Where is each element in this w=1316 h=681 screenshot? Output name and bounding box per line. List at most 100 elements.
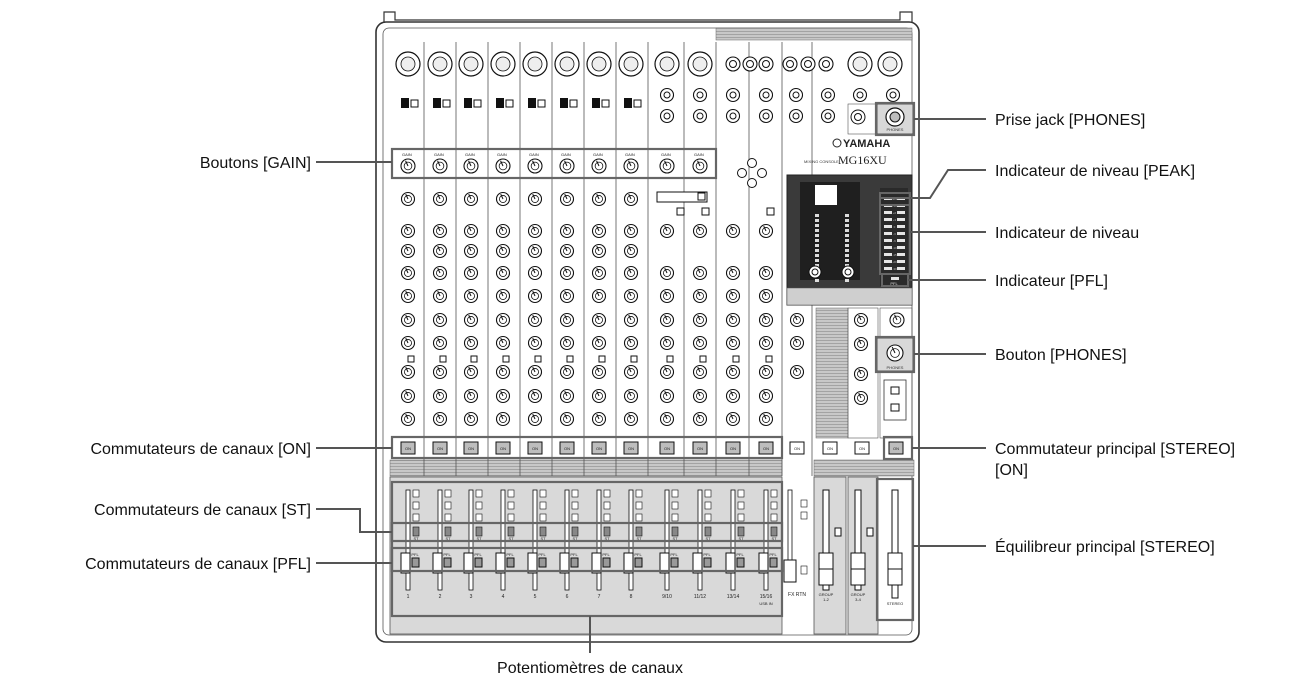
fader-knob[interactable]	[432, 552, 443, 574]
channel-knob[interactable]	[758, 288, 774, 304]
channel-on-switch[interactable]	[758, 441, 774, 455]
channel-knob[interactable]	[432, 364, 448, 380]
channel-knob[interactable]	[463, 312, 479, 328]
channel-knob[interactable]	[758, 265, 774, 281]
channel-knob[interactable]	[659, 388, 675, 404]
channel-knob[interactable]	[725, 265, 741, 281]
channel-knob[interactable]	[591, 191, 607, 207]
channel-pfl-switch[interactable]	[538, 557, 547, 568]
fader-knob[interactable]	[527, 552, 538, 574]
channel-knob[interactable]	[495, 265, 511, 281]
gain-knob[interactable]	[432, 158, 448, 174]
channel-knob[interactable]	[527, 312, 543, 328]
channel-knob[interactable]	[623, 223, 639, 239]
channel-pfl-switch[interactable]	[602, 557, 611, 568]
channel-st-switch[interactable]	[475, 526, 483, 537]
channel-knob[interactable]	[400, 265, 416, 281]
channel-knob[interactable]	[559, 191, 575, 207]
channel-on-switch[interactable]	[659, 441, 675, 455]
channel-knob[interactable]	[559, 288, 575, 304]
master-knob[interactable]	[889, 312, 905, 328]
channel-pfl-switch[interactable]	[474, 557, 483, 568]
channel-knob[interactable]	[659, 312, 675, 328]
channel-knob[interactable]	[725, 223, 741, 239]
fx-rtn-knob[interactable]	[789, 364, 805, 380]
channel-on-switch[interactable]	[495, 441, 511, 455]
channel-on-switch[interactable]	[400, 441, 416, 455]
channel-pfl-switch[interactable]	[670, 557, 679, 568]
fader-knob[interactable]	[559, 552, 570, 574]
fx-rtn-fader-knob[interactable]	[783, 559, 797, 583]
channel-st-switch[interactable]	[671, 526, 679, 537]
channel-knob[interactable]	[591, 265, 607, 281]
channel-st-switch[interactable]	[704, 526, 712, 537]
channel-knob[interactable]	[559, 388, 575, 404]
fader-knob[interactable]	[725, 552, 736, 574]
channel-knob[interactable]	[659, 288, 675, 304]
channel-knob[interactable]	[559, 265, 575, 281]
gain-knob[interactable]	[495, 158, 511, 174]
channel-st-switch[interactable]	[635, 526, 643, 537]
channel-st-switch[interactable]	[603, 526, 611, 537]
channel-st-switch[interactable]	[770, 526, 778, 537]
channel-knob[interactable]	[659, 223, 675, 239]
gain-knob[interactable]	[692, 158, 708, 174]
channel-on-switch[interactable]	[623, 441, 639, 455]
channel-knob[interactable]	[463, 265, 479, 281]
fader-knob[interactable]	[495, 552, 506, 574]
channel-knob[interactable]	[725, 364, 741, 380]
channel-knob[interactable]	[559, 223, 575, 239]
channel-knob[interactable]	[527, 288, 543, 304]
channel-pfl-switch[interactable]	[570, 557, 579, 568]
channel-knob[interactable]	[623, 364, 639, 380]
channel-knob[interactable]	[623, 243, 639, 259]
channel-knob[interactable]	[463, 243, 479, 259]
channel-st-switch[interactable]	[571, 526, 579, 537]
channel-knob[interactable]	[527, 411, 543, 427]
channel-knob[interactable]	[591, 243, 607, 259]
channel-knob[interactable]	[692, 364, 708, 380]
channel-knob[interactable]	[463, 364, 479, 380]
channel-on-switch[interactable]	[692, 441, 708, 455]
channel-knob[interactable]	[463, 191, 479, 207]
channel-knob[interactable]	[432, 288, 448, 304]
master-on-switch[interactable]	[789, 441, 805, 455]
channel-knob[interactable]	[432, 411, 448, 427]
master-knob[interactable]	[853, 336, 869, 352]
channel-knob[interactable]	[692, 288, 708, 304]
gain-knob[interactable]	[559, 158, 575, 174]
channel-knob[interactable]	[400, 388, 416, 404]
channel-st-switch[interactable]	[737, 526, 745, 537]
channel-knob[interactable]	[463, 411, 479, 427]
channel-knob[interactable]	[495, 388, 511, 404]
channel-pfl-switch[interactable]	[736, 557, 745, 568]
channel-knob[interactable]	[400, 243, 416, 259]
master-on-switch[interactable]	[854, 441, 870, 455]
channel-on-switch[interactable]	[725, 441, 741, 455]
channel-knob[interactable]	[758, 364, 774, 380]
master-knob[interactable]	[853, 312, 869, 328]
channel-knob[interactable]	[463, 288, 479, 304]
channel-knob[interactable]	[432, 388, 448, 404]
fader-knob[interactable]	[400, 552, 411, 574]
channel-st-switch[interactable]	[444, 526, 452, 537]
channel-knob[interactable]	[527, 364, 543, 380]
gain-knob[interactable]	[591, 158, 607, 174]
channel-knob[interactable]	[432, 312, 448, 328]
channel-knob[interactable]	[527, 388, 543, 404]
channel-pfl-switch[interactable]	[411, 557, 420, 568]
channel-knob[interactable]	[495, 243, 511, 259]
channel-knob[interactable]	[725, 335, 741, 351]
channel-knob[interactable]	[559, 364, 575, 380]
channel-pfl-switch[interactable]	[769, 557, 778, 568]
channel-knob[interactable]	[559, 335, 575, 351]
channel-knob[interactable]	[591, 288, 607, 304]
channel-pfl-switch[interactable]	[703, 557, 712, 568]
channel-knob[interactable]	[432, 265, 448, 281]
channel-knob[interactable]	[659, 335, 675, 351]
channel-st-switch[interactable]	[412, 526, 420, 537]
channel-knob[interactable]	[559, 411, 575, 427]
channel-knob[interactable]	[692, 312, 708, 328]
channel-knob[interactable]	[432, 335, 448, 351]
channel-knob[interactable]	[591, 223, 607, 239]
